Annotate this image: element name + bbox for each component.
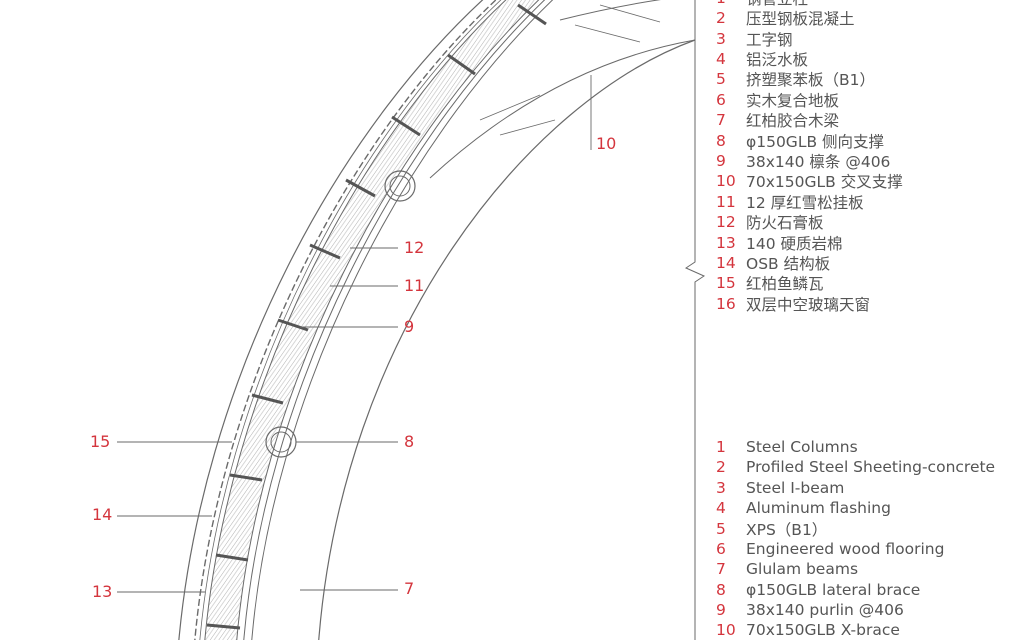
insulation-band bbox=[204, 0, 540, 640]
x-brace-diag-2 bbox=[599, 4, 661, 23]
lateral-brace-1 bbox=[384, 170, 416, 202]
outer-envelope-line bbox=[178, 0, 484, 640]
x-brace-diag-3 bbox=[479, 94, 541, 121]
gypsum-board-line bbox=[243, 0, 546, 640]
shingle-line bbox=[194, 0, 497, 640]
x-brace-diag-1 bbox=[574, 24, 641, 43]
glulam-beam-arc bbox=[318, 39, 696, 640]
x-brace-upper bbox=[559, 0, 662, 21]
shingle-inner-line bbox=[199, 0, 502, 640]
x-brace-diag-4 bbox=[499, 119, 556, 136]
lateral-brace-2 bbox=[265, 426, 297, 458]
break-line bbox=[684, 0, 706, 640]
x-brace-lower bbox=[429, 39, 696, 179]
cedar-siding-line bbox=[251, 0, 554, 640]
purlin-blocks bbox=[206, 3, 547, 630]
leader-lines bbox=[117, 75, 592, 593]
